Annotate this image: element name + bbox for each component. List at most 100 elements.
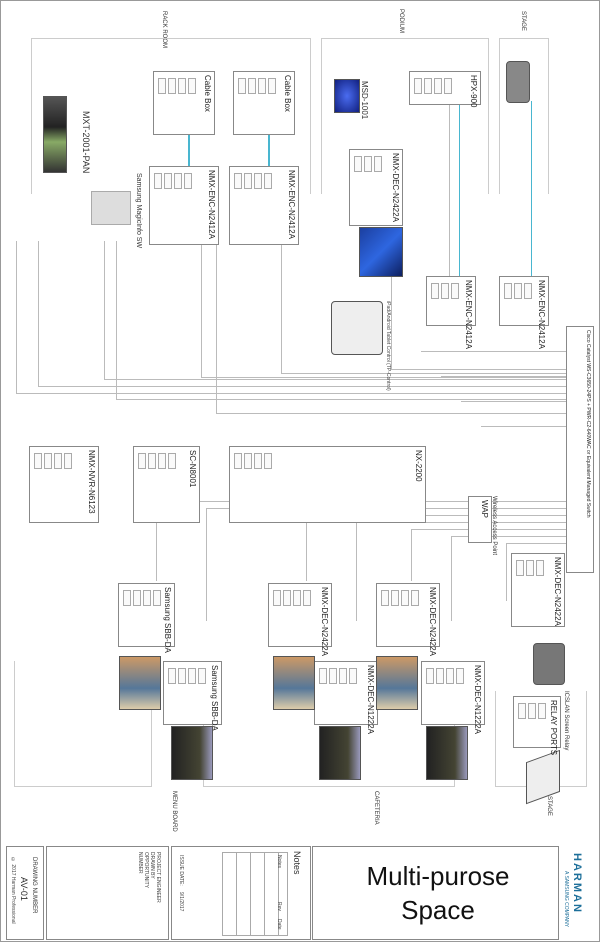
device-label: NMX-ENC-N2412A xyxy=(537,280,546,349)
port xyxy=(436,668,444,684)
port xyxy=(158,453,166,469)
dec-caf-1-device: NMX-DEC-N2422A xyxy=(268,583,332,656)
port xyxy=(198,668,206,684)
display-image xyxy=(171,726,213,780)
cable xyxy=(201,377,566,378)
cable xyxy=(206,508,207,621)
dec-stage-device: NMX-DEC-N2422A xyxy=(511,553,565,627)
device-label: NX-2200 xyxy=(414,450,423,482)
cable xyxy=(116,399,566,400)
port xyxy=(234,453,242,469)
device-label: NMX-NVR-N6123 xyxy=(87,450,96,514)
device-label: Samsung SBB-DA xyxy=(210,665,219,731)
port xyxy=(188,668,196,684)
port xyxy=(538,703,546,719)
cable xyxy=(451,536,566,537)
port xyxy=(164,173,172,189)
cable xyxy=(506,543,566,544)
cable-box-1-device: Cable Box xyxy=(153,71,215,135)
dec1222-2-device: NMX-DEC-N1222A xyxy=(421,661,485,734)
port xyxy=(528,703,536,719)
device-label: SC-N8001 xyxy=(188,450,197,488)
port xyxy=(524,283,532,299)
port xyxy=(446,668,454,684)
port xyxy=(273,590,281,606)
cable xyxy=(481,426,566,427)
hpx-device: HPX-900 xyxy=(409,71,481,107)
cable xyxy=(116,241,117,399)
sc-device: SC-N8001 xyxy=(133,446,200,523)
zone-label-cafeteria: CAFETERIA xyxy=(373,791,379,825)
port xyxy=(238,78,246,94)
port xyxy=(526,560,534,576)
port xyxy=(444,78,452,94)
relay-title-label: ICSLAN Screen Relay xyxy=(563,691,569,751)
device-label: NMX-ENC-N2412A xyxy=(207,170,216,239)
device-label: Cisco Catalyst WS-C3650-24PS + PWR-C2-64… xyxy=(585,330,591,518)
cable xyxy=(411,529,412,581)
port xyxy=(451,283,459,299)
notes-col-rev: Rev xyxy=(276,902,282,911)
copyright: © 2017 Harman Professional xyxy=(10,857,16,924)
device-label: NMX-DEC-N1222A xyxy=(366,665,375,734)
tablet-image xyxy=(331,301,383,355)
zone-rack-room xyxy=(31,38,311,194)
port xyxy=(254,453,262,469)
project-info-box: PROJECT ENGINEER DRAWN BY OPPORTUNITY NU… xyxy=(46,846,169,940)
cable xyxy=(506,543,507,601)
cable xyxy=(281,373,566,374)
port xyxy=(514,283,522,299)
port xyxy=(339,668,347,684)
cable xyxy=(451,536,452,621)
device-label: NMX-ENC-N2412A xyxy=(287,170,296,239)
device-label: NMX-DEC-N2422A xyxy=(553,557,562,626)
port xyxy=(364,156,372,172)
camera-icon xyxy=(506,61,530,103)
enc-stage-device: NMX-ENC-N2412A xyxy=(499,276,549,349)
port xyxy=(381,590,389,606)
port xyxy=(154,173,162,189)
relay-device: RELAY PORTS xyxy=(513,696,561,755)
drawing-number-box: DRAWING NUMBER AV-01 © 2017 Harman Profe… xyxy=(6,846,44,940)
cable xyxy=(421,351,566,352)
sbb-1-device: Samsung SBB-DA xyxy=(118,583,175,653)
enc-rack-1-device: NMX-ENC-N2412A xyxy=(149,166,219,245)
notes-heading: Notes xyxy=(292,851,302,875)
drawing-number-label: DRAWING NUMBER xyxy=(31,857,37,914)
server-icon xyxy=(91,191,131,225)
device-label: NMX-DEC-N2422A xyxy=(320,587,329,656)
cable xyxy=(16,241,17,393)
port xyxy=(536,560,544,576)
wap-device: WAP xyxy=(468,496,492,543)
device-label: WAP xyxy=(480,500,489,518)
port xyxy=(133,590,141,606)
notes-box: Notes Notes Rev Date ISSUE DATE: 9/1/201… xyxy=(171,846,311,940)
port xyxy=(158,78,166,94)
port xyxy=(264,453,272,469)
display-image xyxy=(376,656,418,710)
port xyxy=(234,173,242,189)
cable xyxy=(201,241,202,377)
project-fields: PROJECT ENGINEER DRAWN BY OPPORTUNITY NU… xyxy=(137,852,161,903)
zone-menu-board xyxy=(14,661,152,787)
port xyxy=(391,590,399,606)
device-label: NMX-DEC-N2422A xyxy=(428,587,437,656)
mxt-label: MXT-2001-PAN xyxy=(81,111,91,174)
port xyxy=(153,590,161,606)
zone-label-menu-board: MENU BOARD xyxy=(171,791,177,832)
port xyxy=(168,668,176,684)
port xyxy=(64,453,72,469)
port xyxy=(174,173,182,189)
port xyxy=(303,590,311,606)
port xyxy=(349,668,357,684)
zone-label-stage: STAGE xyxy=(520,11,526,31)
device-label: Cable Box xyxy=(283,75,292,112)
port xyxy=(434,78,442,94)
port xyxy=(34,453,42,469)
cable xyxy=(441,376,566,377)
notes-col-date: Date xyxy=(276,919,282,930)
port xyxy=(168,78,176,94)
cable xyxy=(188,116,190,166)
display-image xyxy=(273,656,315,710)
